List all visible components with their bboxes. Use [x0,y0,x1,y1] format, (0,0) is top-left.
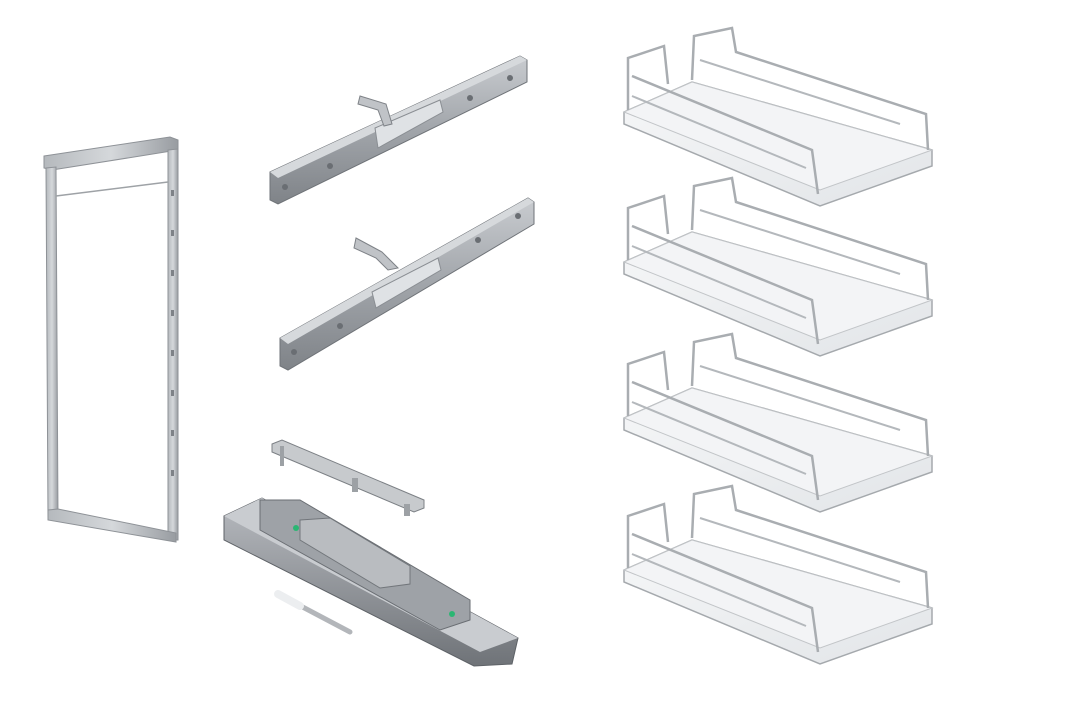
drawer-slide [223,497,519,667]
wire-basket [622,484,934,665]
indicator-dot [449,611,455,617]
mounting-rail [279,197,535,371]
screw-pin [274,590,353,635]
mounting-rail [269,55,528,205]
wire-basket [622,332,934,513]
small-bracket [271,439,425,516]
frame [43,136,179,543]
wire-basket [622,176,934,357]
wire-basket [622,26,934,207]
indicator-dot [293,525,299,531]
